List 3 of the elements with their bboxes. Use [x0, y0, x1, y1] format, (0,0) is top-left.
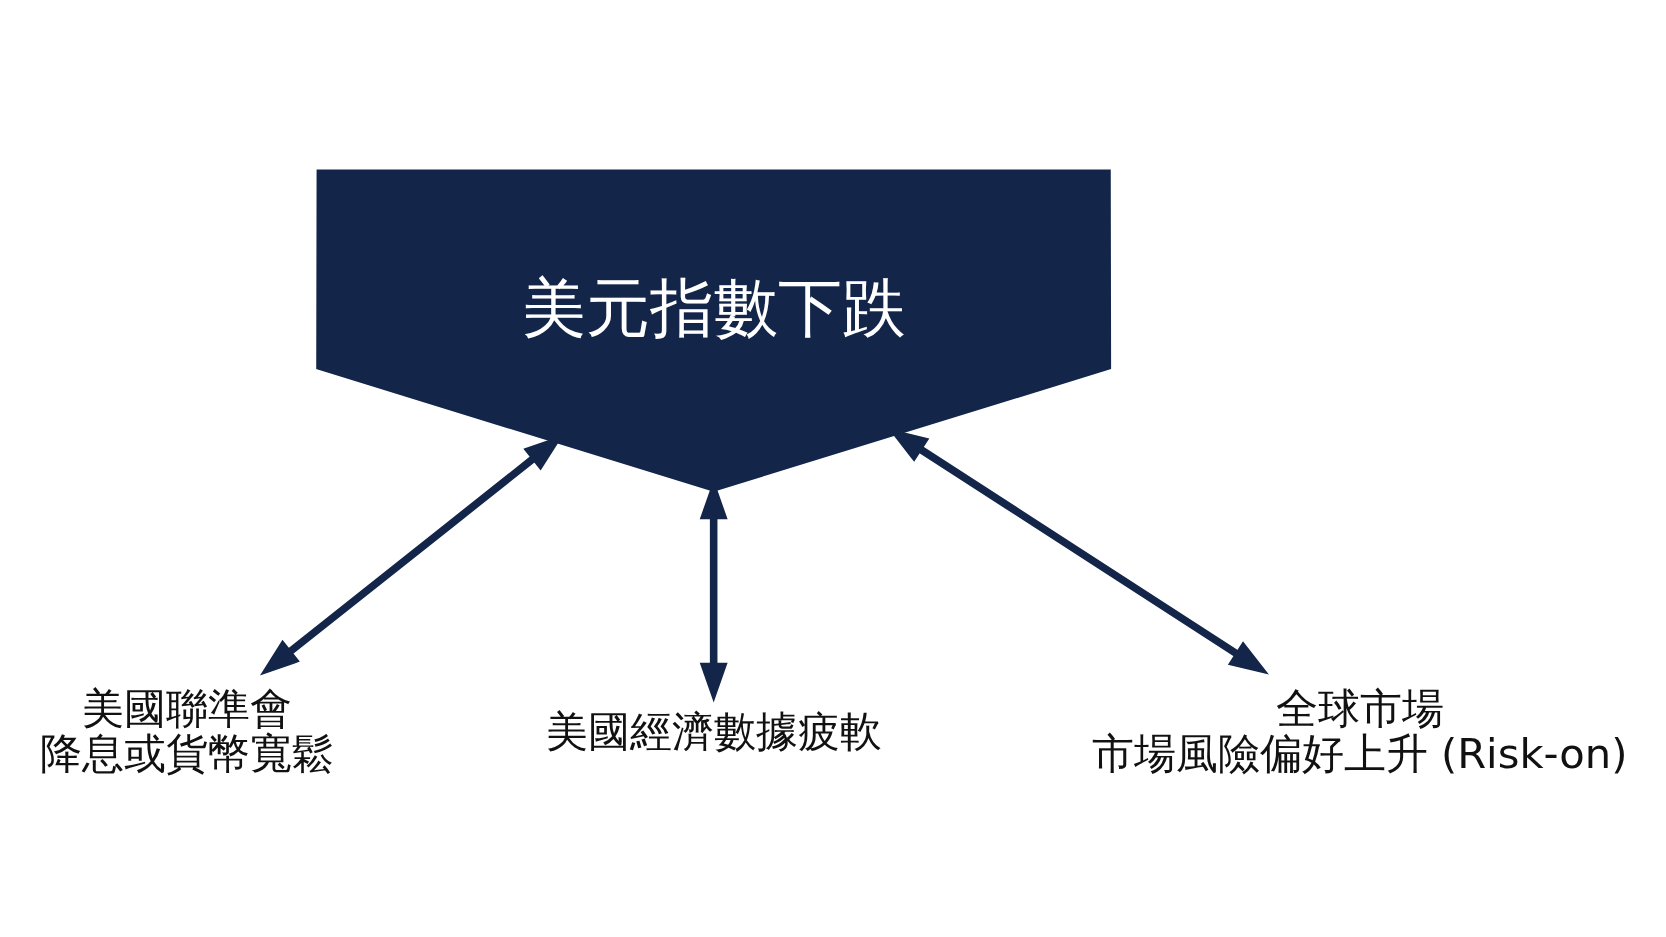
node-text: 美國經濟數據疲軟	[545, 706, 882, 756]
node-text: 全球市場 市場風險偏好上升 (Risk-on)	[1091, 683, 1628, 778]
node-text: 美國聯準會 降息或貨幣寬鬆	[40, 683, 335, 778]
